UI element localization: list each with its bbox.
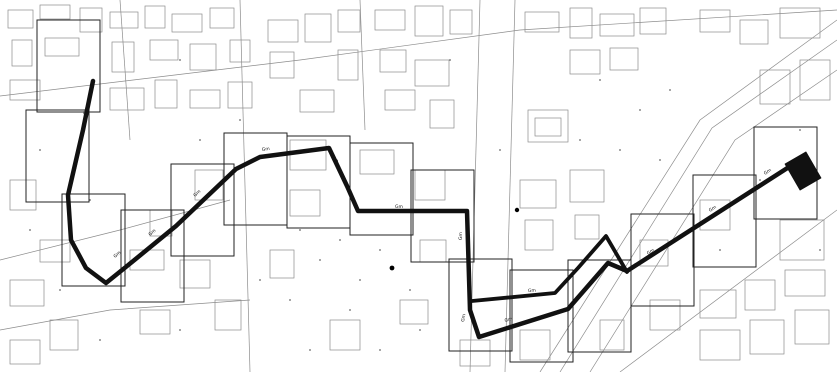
route-label: Gm [332, 158, 341, 168]
sheet-frame [36, 19, 101, 113]
sheet-frame [25, 109, 90, 203]
railway-line [589, 69, 837, 372]
street-line [619, 209, 837, 372]
sheet-frame [692, 174, 757, 268]
sheet-frame [61, 193, 126, 287]
route-label: Gm [395, 204, 403, 210]
route-label: Gm [763, 167, 773, 176]
railway-line [539, 19, 837, 372]
sheet-frame [170, 163, 235, 257]
building-cluster [7, 4, 361, 113]
sheet-frame [448, 258, 513, 352]
route-label: Gm [72, 161, 80, 170]
route-branch [470, 234, 629, 303]
route-label: Gm [708, 204, 718, 213]
building-cluster [374, 5, 831, 143]
route-terminal [784, 151, 822, 191]
street-line [119, 0, 131, 141]
sheet-frame [630, 213, 695, 307]
street-line [0, 299, 251, 331]
street-line [504, 0, 516, 372]
route-label: Gm [646, 247, 656, 256]
route-label: Gm [82, 106, 90, 115]
route-label: Gm [528, 288, 536, 294]
survey-point [514, 207, 520, 213]
railway-line [559, 39, 837, 372]
route-label: Gm [112, 250, 122, 260]
sheet-frame [410, 169, 475, 263]
tree-points [29, 59, 821, 351]
route-label: Gm [192, 189, 202, 199]
route-labels: Gm Gm Gm Gm Gm Gm Gm Gm Gm Gm Gm Gm Gm G… [72, 106, 773, 324]
route [65, 78, 822, 340]
route-label: Gm [147, 228, 157, 238]
street-line [359, 0, 366, 131]
sheet-frame [509, 269, 574, 363]
route-main [65, 78, 806, 340]
route-label: Gm [460, 314, 467, 323]
survey-point [389, 265, 395, 271]
route-label: Gm [504, 316, 513, 324]
route-label: Gm [261, 146, 270, 153]
street-line [0, 9, 837, 97]
route-label: Gm [458, 232, 464, 240]
